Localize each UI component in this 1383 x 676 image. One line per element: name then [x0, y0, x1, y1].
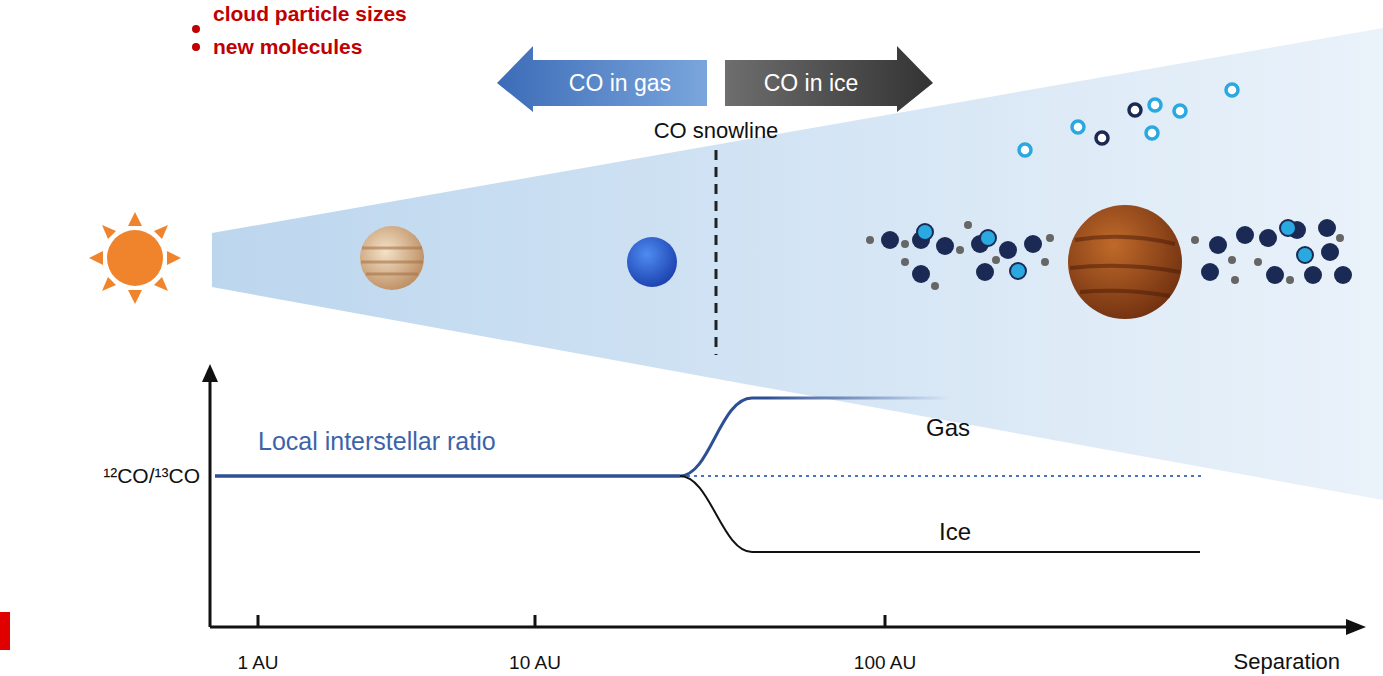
axis-title: Separation	[1234, 649, 1340, 674]
bullet	[192, 43, 200, 51]
molecule-dot	[992, 256, 1000, 264]
molecule-dot	[1318, 219, 1336, 237]
direction-arrow: CO in ice	[725, 46, 933, 112]
molecule-dot	[1129, 104, 1141, 116]
sun	[89, 212, 181, 304]
molecule-dot	[1149, 99, 1161, 111]
molecule-dot	[936, 237, 954, 255]
molecule-dot	[1254, 258, 1262, 266]
molecule-dot	[1236, 226, 1254, 244]
molecule-dot	[1010, 263, 1026, 279]
bullet-text: cloud particle sizes	[213, 2, 407, 26]
axis-tick: 10 AU	[509, 652, 561, 674]
molecule-dot	[931, 282, 939, 290]
molecule-dot	[1228, 256, 1236, 264]
molecule-dot	[1072, 121, 1084, 133]
neptune	[627, 237, 677, 287]
molecule-dot	[1336, 234, 1344, 242]
molecule-dot	[901, 240, 909, 248]
molecule-dot	[1304, 266, 1322, 284]
snowline	[715, 150, 718, 355]
molecule-dot	[1321, 243, 1339, 261]
planet-bands	[1070, 237, 1180, 296]
molecule-dot	[1334, 266, 1352, 284]
molecule-dot	[999, 241, 1017, 259]
bullet-text: new molecules	[213, 35, 362, 59]
molecules	[866, 84, 1352, 290]
curve-label: Gas	[926, 414, 970, 442]
molecule-dot	[1201, 263, 1219, 281]
graph-axes	[202, 364, 1366, 635]
molecule-dot	[1259, 229, 1277, 247]
red-mark	[0, 612, 10, 650]
arrow-label: CO in ice	[764, 70, 859, 96]
molecule-dot	[1019, 144, 1031, 156]
curve-label: Ice	[939, 518, 971, 546]
jupiter	[360, 226, 424, 290]
molecule-dot	[881, 231, 899, 249]
bullet	[192, 25, 200, 33]
molecule-dot	[1280, 220, 1296, 236]
molecule-dot	[980, 230, 996, 246]
curve-label: Local interstellar ratio	[258, 427, 496, 456]
molecule-dot	[917, 224, 933, 240]
molecule-dot	[1226, 84, 1238, 96]
arrow-label: CO in gas	[569, 70, 671, 96]
axis-tick: 100 AU	[854, 652, 916, 674]
molecule-dot	[1209, 236, 1227, 254]
protoplanetary-disk	[212, 28, 1383, 500]
molecule-dot	[1174, 105, 1186, 117]
direction-arrow: CO in gas	[497, 46, 707, 112]
molecule-dot	[1266, 266, 1284, 284]
molecule-dot	[1096, 132, 1108, 144]
molecule-dot	[956, 246, 964, 254]
molecule-dot	[1286, 276, 1294, 284]
molecule-dot	[1024, 235, 1042, 253]
exoplanet	[1068, 205, 1182, 319]
molecule-dot	[1191, 236, 1199, 244]
molecule-dot	[1297, 247, 1313, 263]
molecule-dot	[964, 221, 972, 229]
molecule-dot	[912, 265, 930, 283]
molecule-dot	[1231, 276, 1239, 284]
molecule-dot	[866, 236, 874, 244]
molecule-dot	[1041, 258, 1049, 266]
molecule-dot	[1146, 127, 1158, 139]
ratio-curves	[215, 398, 1205, 552]
molecule-dot	[1046, 234, 1054, 242]
molecule-dot	[901, 258, 909, 266]
axis-tick: 1 AU	[237, 652, 278, 674]
axis-title: ¹²CO/¹³CO	[103, 464, 200, 488]
snowline-label: CO snowline	[654, 118, 779, 143]
molecule-dot	[976, 263, 994, 281]
